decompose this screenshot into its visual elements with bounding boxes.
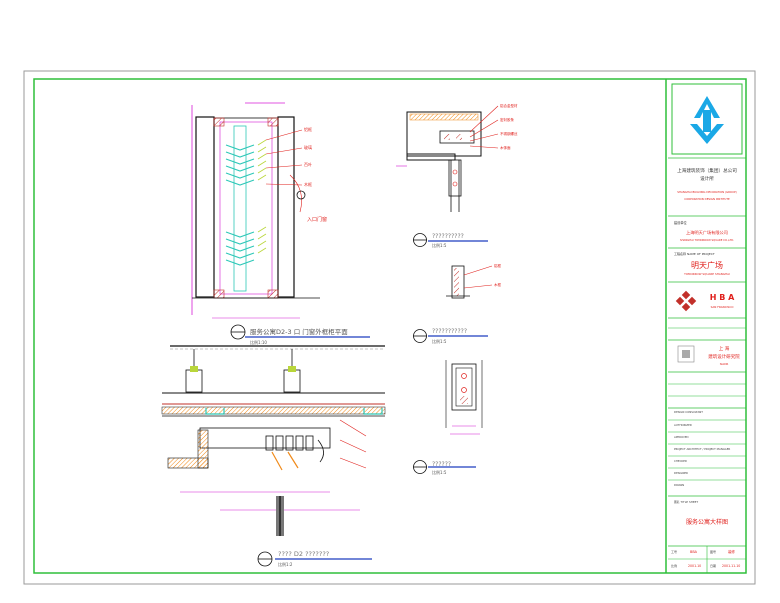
role-0: DESIGN CONSULTANT: [674, 410, 703, 414]
drawing-title: 服务公寓大样图: [686, 518, 728, 526]
inner-border: [33, 78, 747, 574]
client-en: SHANGHAI TOMORROW SQUARE CO.,LTD.: [680, 238, 734, 242]
company-cn-1: 上海建筑装饰（集团）总公司: [677, 167, 737, 174]
project-en: TOMORROW SQUARE SHANGHAI: [683, 272, 730, 276]
role-3: PROJECT ARCHITECT / PROJECT MANAGER: [674, 447, 730, 451]
top-left-title: 服务公寓D2-3 口 门窗外框柜平面: [250, 327, 348, 336]
bottom-left-scale: 比例1:2: [278, 561, 293, 567]
top-left-scale: 比例1:10: [250, 339, 267, 345]
role-6: DRAWN: [674, 483, 684, 487]
svg-text:木框: 木框: [494, 282, 502, 287]
company-logo-icon: [690, 96, 724, 144]
hba-name: H B A: [710, 293, 735, 302]
hba-logo-icon: [675, 290, 697, 312]
svg-text:铝合金型材: 铝合金型材: [500, 103, 518, 108]
footer-1: BBA: [690, 550, 698, 554]
mid-right-title: ??????: [432, 461, 451, 468]
svg-text:密封胶条: 密封胶条: [500, 117, 514, 122]
svg-text:不锈钢螺丝: 不锈钢螺丝: [500, 131, 518, 136]
footer-6: 2001.10: [688, 564, 701, 568]
svg-text:木框: 木框: [304, 181, 312, 187]
footer-0: 工号: [671, 549, 677, 554]
footer-2: 图号: [710, 549, 716, 554]
svg-text:木饰面: 木饰面: [500, 145, 511, 150]
role-5: DESIGNER: [674, 471, 688, 475]
svg-text:百叶: 百叶: [304, 161, 312, 167]
svg-text:铝框: 铝框: [494, 263, 502, 268]
company-cn-2: 设计所: [700, 175, 714, 182]
mid-right-scale: 比例1:5: [432, 469, 447, 475]
role-1: AUTHORIZED: [674, 423, 692, 427]
footer-4: 比例: [671, 563, 677, 568]
role-4: CHECKED: [674, 459, 687, 463]
footer-5: 日期: [710, 563, 716, 568]
design-inst-1: 上 海: [719, 345, 730, 352]
top-right-2-title: ???????????: [432, 328, 467, 335]
role-2: APPROVED: [674, 435, 689, 439]
company-en-2: CORPORATION DESIGN INSTITUTE: [684, 197, 730, 201]
drawing-title-label: 图名 TITLE SHEET: [674, 500, 698, 504]
bottom-left-title: ???? D2 ???????: [278, 550, 329, 558]
client-name: 上海明天广场有限公司: [686, 229, 728, 236]
top-right-1-scale: 比例1:5: [432, 242, 447, 248]
bottom-left-section: ???? D2 ??????? 比例1:2: [161, 345, 386, 567]
svg-text:铝框: 铝框: [304, 126, 312, 132]
footer-7: 2001.11.10: [722, 564, 740, 568]
title-block: 上海建筑装饰（集团）总公司 设计所 SHANGHAI BUILDING DECO…: [668, 83, 746, 573]
top-right-2-scale: 比例1:5: [432, 338, 447, 344]
company-en-1: SHANGHAI BUILDING DECORATION (GROUP): [677, 190, 736, 194]
client-label: 建设单位: [674, 220, 688, 225]
mid-right-detail: ?????? 比例1:5: [413, 360, 483, 475]
project-name: 明天广场: [691, 260, 723, 270]
entrance-note: 入口门窗: [307, 216, 327, 223]
hba-sub: SAN FRANCISCO: [711, 305, 735, 309]
outer-border: [23, 70, 756, 585]
project-label: 工程名称 NAME OF PROJECT: [674, 251, 715, 256]
top-right-1-title: ??????????: [432, 233, 464, 240]
design-inst-2: 建筑设计研究院: [708, 353, 740, 360]
footer-3: 装修: [728, 549, 735, 554]
design-inst-3: SIADR: [720, 362, 729, 366]
svg-text:玻璃: 玻璃: [304, 144, 312, 150]
